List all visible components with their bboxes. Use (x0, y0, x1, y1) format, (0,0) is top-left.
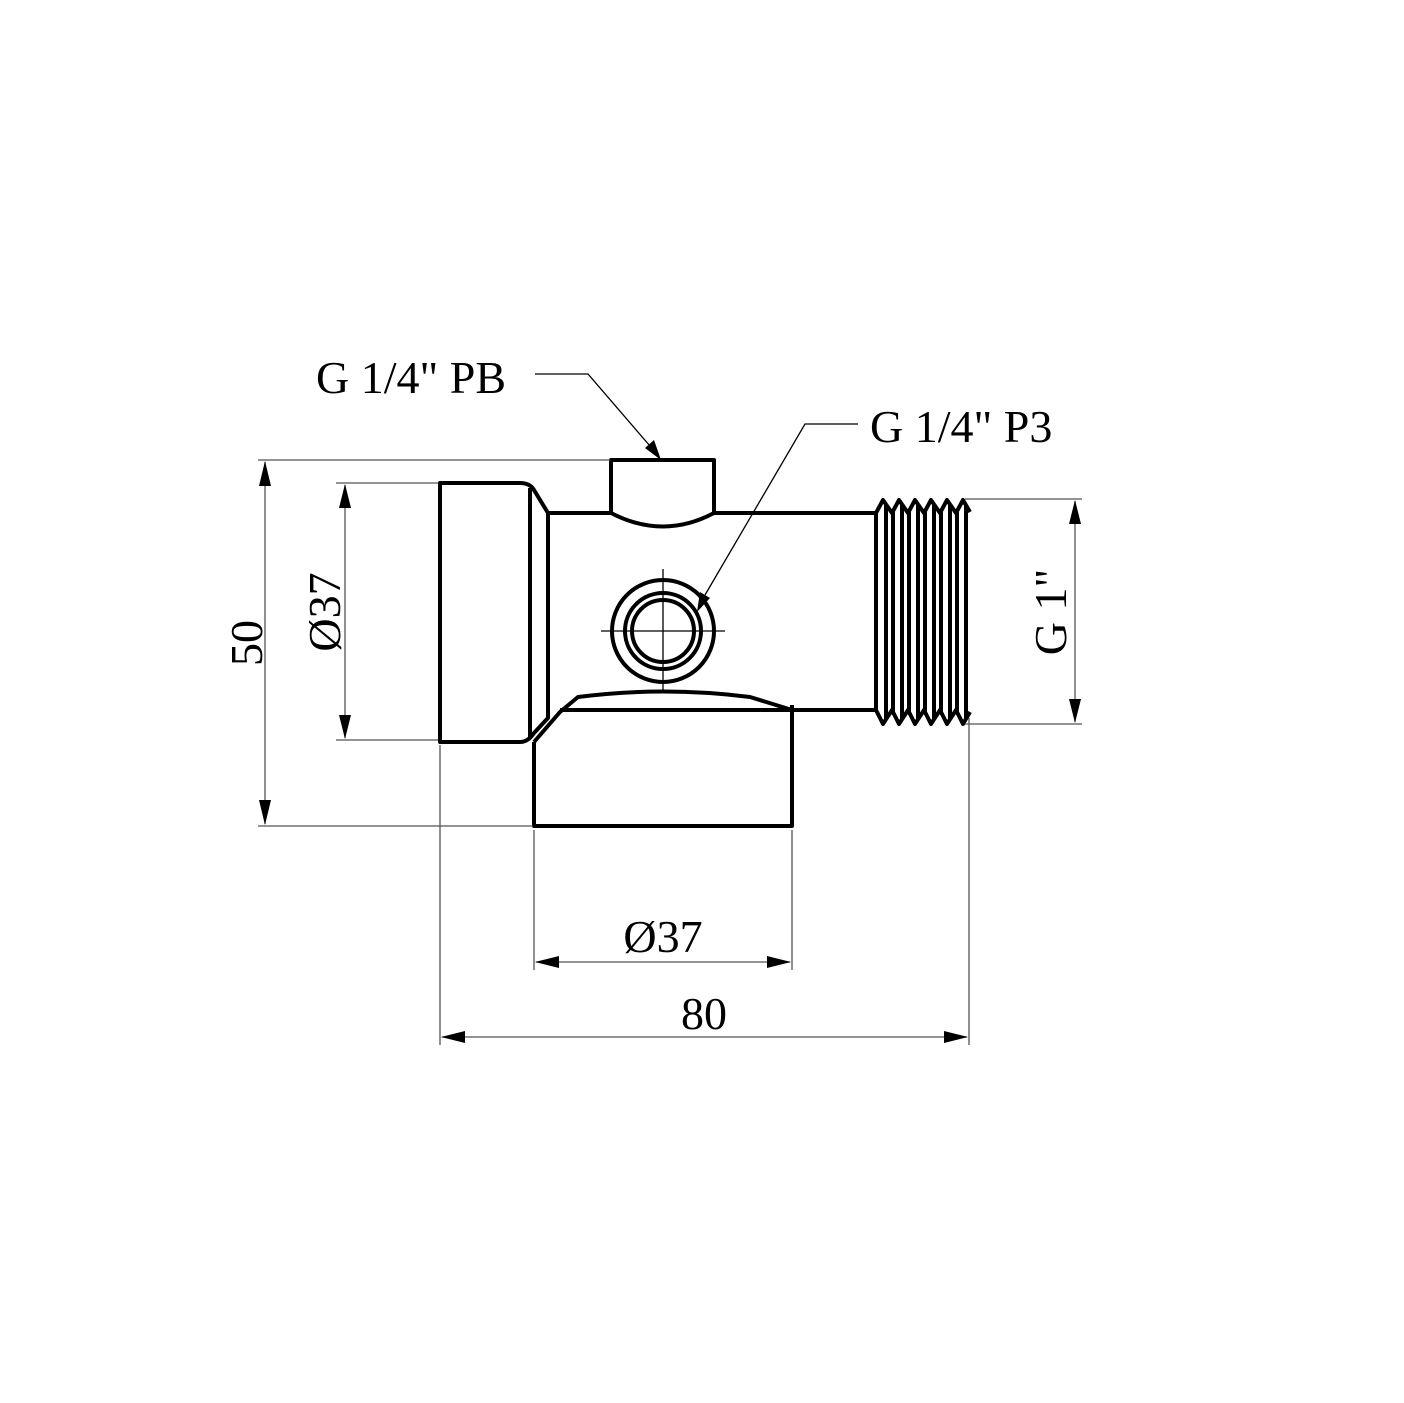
socket-shoulder (532, 689, 793, 744)
fitting-body (438, 458, 876, 828)
dimension-left-diameter: Ø37 (299, 482, 438, 741)
callout-front-port: G 1/4" P3 (697, 401, 1052, 612)
external-thread (874, 498, 972, 726)
dimension-left-diameter-value: Ø37 (299, 572, 350, 651)
callout-top-port-label: G 1/4" PB (316, 352, 506, 403)
callout-top-port: G 1/4" PB (316, 352, 661, 460)
dimension-bottom-diameter: Ø37 (533, 830, 793, 970)
dimension-overall-height: 50 (221, 459, 610, 827)
bottom-socket (532, 705, 794, 828)
dimension-bottom-diameter-value: Ø37 (623, 911, 702, 962)
dimension-overall-height-value: 50 (221, 620, 272, 666)
main-body (546, 511, 876, 718)
dimension-overall-length-value: 80 (681, 988, 727, 1039)
dimension-overall-length: 80 (439, 718, 970, 1045)
top-boss (609, 458, 716, 529)
callout-front-port-label: G 1/4" P3 (870, 401, 1052, 452)
dimension-thread-size-value: G 1" (1025, 569, 1076, 656)
dimension-thread-size: G 1" (965, 498, 1082, 725)
